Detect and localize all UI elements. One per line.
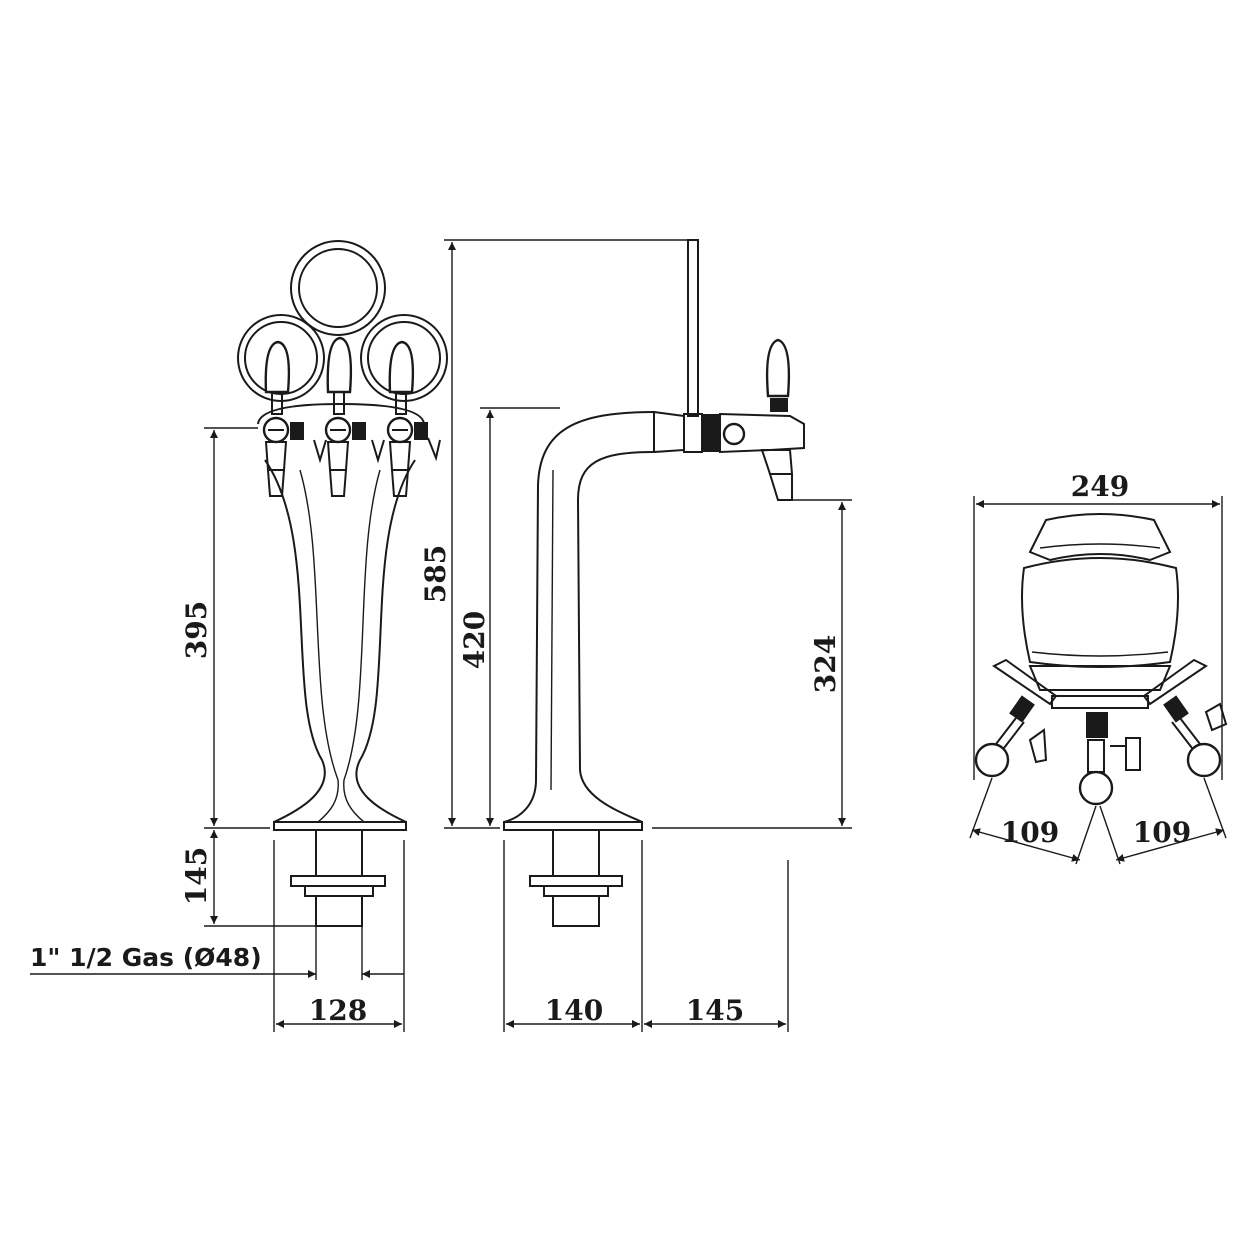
- dim-tap-spacing-left: 109: [1001, 816, 1059, 849]
- side-dimension-lines: [448, 242, 846, 1028]
- side-shank: [529, 829, 623, 927]
- dim-total-height: 585: [419, 545, 452, 603]
- front-tap-bar: [257, 402, 425, 425]
- dim-body-height: 420: [458, 611, 491, 669]
- side-tap: [760, 338, 794, 501]
- top-manifold: [992, 658, 1208, 709]
- front-tap-left: [262, 340, 304, 497]
- thread-label: 1" 1/2 Gas (Ø48): [30, 943, 262, 972]
- front-view: 395 145 128 1" 1/2 Gas (Ø48): [30, 240, 448, 1032]
- dim-reach: 145: [686, 994, 744, 1027]
- side-extension-lines: [444, 239, 852, 1032]
- top-view: 249 109 109: [969, 470, 1228, 865]
- side-rod: [687, 239, 699, 417]
- top-crown: [1028, 513, 1172, 562]
- dim-top-width: 249: [1071, 470, 1129, 503]
- top-dimension-lines: [971, 500, 1225, 862]
- dim-front-shank: 145: [180, 847, 213, 905]
- side-tower-body: [503, 411, 655, 831]
- side-head: [653, 410, 805, 454]
- dim-spout-height: 324: [809, 635, 842, 693]
- top-body: [1021, 557, 1179, 668]
- front-tower-body: [264, 459, 416, 831]
- front-dimension-lines: [30, 430, 404, 1028]
- side-view: 585 420 324 140 145: [419, 239, 852, 1032]
- front-extension-lines: [204, 427, 405, 1032]
- top-tap-center: [1078, 712, 1141, 806]
- dim-front-height: 395: [180, 601, 213, 659]
- top-extension-lines: [969, 496, 1227, 865]
- dim-front-width: 128: [309, 994, 367, 1027]
- front-shank: [290, 829, 386, 927]
- front-tap-center: [324, 336, 366, 497]
- dim-base-depth: 140: [545, 994, 603, 1027]
- top-tap-right: [1163, 695, 1228, 778]
- dim-tap-spacing-right: 109: [1133, 816, 1191, 849]
- front-side-levers: [313, 437, 441, 464]
- top-tap-left: [974, 695, 1048, 778]
- front-tap-right: [386, 340, 428, 497]
